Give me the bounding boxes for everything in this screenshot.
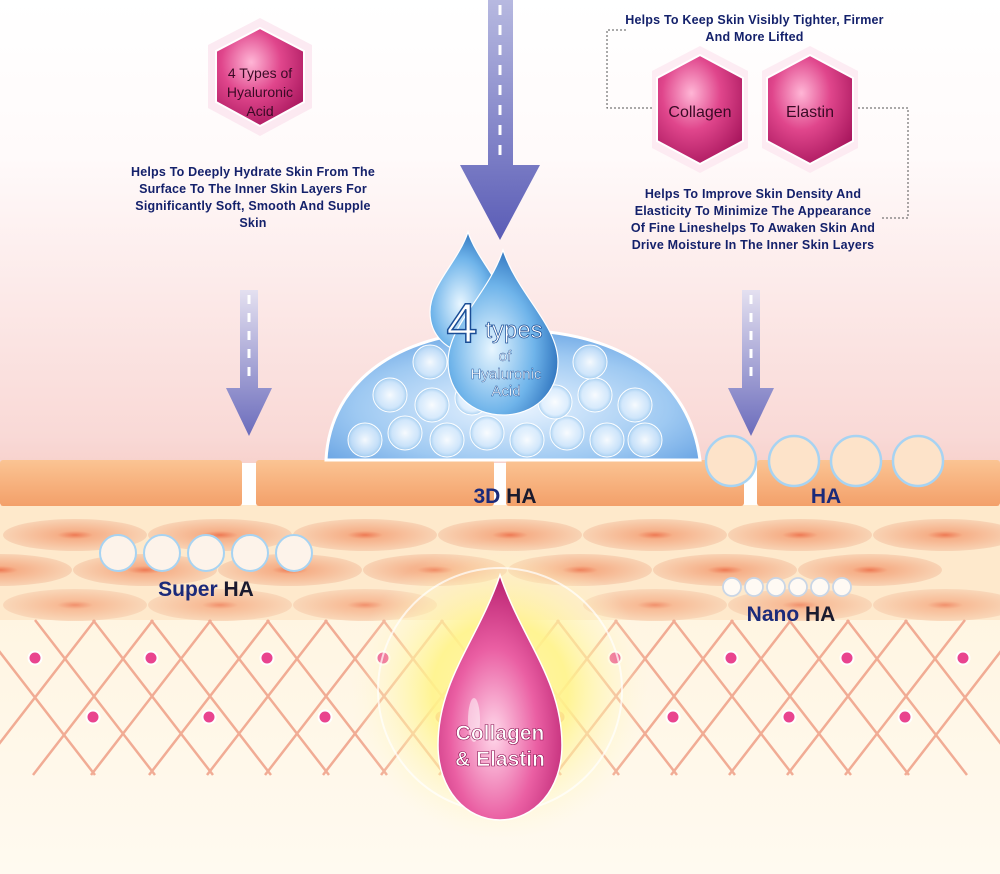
label-super-ha: Super HA <box>158 578 254 601</box>
label-nano-ha-prefix: Nano <box>747 603 800 626</box>
label-ha: HA <box>811 485 841 508</box>
drop-word-of: of <box>499 348 512 365</box>
super-ha-bubbles <box>99 534 313 572</box>
elastin-hex-label: Elastin <box>786 104 834 121</box>
large-blue-drop <box>447 248 559 416</box>
ha-hexagon <box>215 26 305 128</box>
density-connector <box>858 107 909 219</box>
drop-word-acid: Acid <box>491 383 520 400</box>
skin-cells <box>0 519 1000 621</box>
collagen-hexagon <box>656 53 744 166</box>
collagen-drop-line1: Collagen <box>456 722 545 745</box>
drop-word-hyaluronic: Hyaluronic <box>471 366 542 383</box>
label-super-ha-suffix: HA <box>224 578 254 601</box>
collagen-drop-line2: & Elastin <box>455 748 545 771</box>
firming-description: Helps To Keep Skin Visibly Tighter, Firm… <box>625 13 884 44</box>
label-3d-ha: 3D HA <box>473 485 536 508</box>
ha-description: Helps To Deeply Hydrate Skin From The Su… <box>130 165 376 230</box>
label-nano-ha: Nano HA <box>747 603 836 626</box>
drop-number-four: 4 <box>446 291 477 354</box>
nano-ha-bubbles <box>722 577 852 597</box>
label-3d-ha-suffix: HA <box>506 485 536 508</box>
ha-surface-bubbles <box>704 434 945 488</box>
elastin-hexagon <box>766 53 854 166</box>
right-down-arrow <box>728 290 774 436</box>
ha-hexagon-label: 4 Types of Hyaluronic Acid <box>226 65 294 119</box>
firming-connector <box>606 29 652 109</box>
label-super-ha-prefix: Super <box>158 578 218 601</box>
density-description: Helps To Improve Skin Density And Elasti… <box>630 187 876 252</box>
drop-word-types: types <box>485 317 542 344</box>
left-down-arrow <box>226 290 272 436</box>
main-down-arrow <box>460 0 540 240</box>
collagen-elastin-drop <box>437 572 563 821</box>
collagen-hex-label: Collagen <box>668 104 731 121</box>
label-3d-ha-prefix: 3D <box>473 485 500 508</box>
label-nano-ha-suffix: HA <box>805 603 835 626</box>
